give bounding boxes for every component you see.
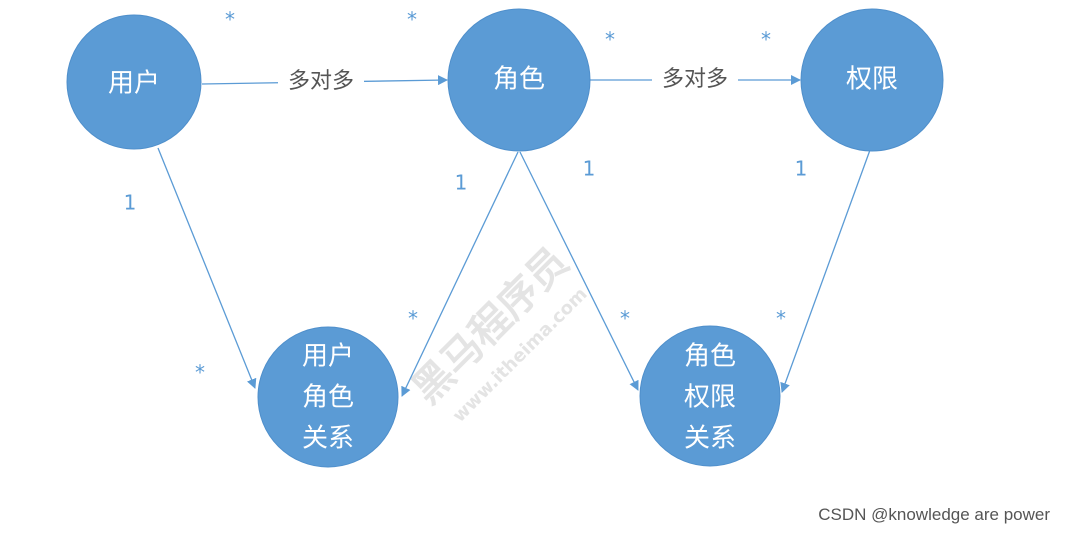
edge-labels: 多对多 多对多 bbox=[278, 66, 738, 96]
edge-permission-to-role-permission bbox=[780, 149, 871, 393]
node-role-permission: 角色 权限 关系 bbox=[639, 325, 781, 467]
cardinality-one-user: 1 bbox=[124, 191, 137, 215]
node-permission-label: 权限 bbox=[846, 65, 898, 95]
node-user: 用户 bbox=[66, 14, 202, 150]
node-permission-circle bbox=[800, 8, 944, 152]
node-user-role-circle bbox=[257, 326, 399, 468]
cardinality-many-permission-top: * bbox=[761, 28, 771, 52]
cardinality-many-role-top-right: * bbox=[605, 28, 615, 52]
node-user-circle bbox=[66, 14, 202, 150]
cardinality-one-role-left: 1 bbox=[455, 171, 468, 195]
node-role-label: 角色 bbox=[493, 65, 545, 95]
watermark: 黑马程序员 www.itheima.com bbox=[404, 239, 592, 427]
cardinality-many-role-permission-right: * bbox=[776, 307, 786, 331]
node-user-role-line-2: 角色 bbox=[302, 383, 354, 413]
node-user-role-line-1: 用户 bbox=[302, 342, 354, 372]
cardinality-many-user-role-right: * bbox=[408, 307, 418, 331]
edge-user-to-user-role bbox=[157, 147, 257, 389]
node-role-permission-circle bbox=[639, 325, 781, 467]
edge-role-to-user-role bbox=[401, 151, 519, 397]
edge-role-to-role-permission bbox=[519, 151, 639, 391]
node-permission: 权限 bbox=[800, 8, 944, 152]
cardinality-one-role-right: 1 bbox=[583, 157, 596, 181]
node-user-label: 用户 bbox=[108, 69, 160, 99]
node-role: 角色 bbox=[447, 8, 591, 152]
node-role-permission-line-2: 权限 bbox=[684, 383, 736, 413]
cardinality-many-role-permission-left: * bbox=[620, 307, 630, 331]
cardinality-many-user-top: * bbox=[225, 8, 235, 32]
node-user-role: 用户 角色 关系 bbox=[257, 326, 399, 468]
node-role-permission-line-1: 角色 bbox=[684, 342, 736, 372]
node-role-circle bbox=[447, 8, 591, 152]
cardinality-one-permission: 1 bbox=[795, 157, 808, 181]
cardinality-marks: * * * * 1 1 1 1 * * * * bbox=[124, 8, 808, 385]
edge-label-user-role: 多对多 bbox=[288, 69, 354, 94]
cardinality-many-user-role-left: * bbox=[195, 361, 205, 385]
credit-text: CSDN @knowledge are power bbox=[818, 505, 1050, 524]
edge-label-role-permission: 多对多 bbox=[662, 67, 728, 92]
node-role-permission-line-3: 关系 bbox=[684, 424, 736, 454]
cardinality-many-role-top-left: * bbox=[407, 8, 417, 32]
node-user-role-line-3: 关系 bbox=[302, 424, 354, 454]
